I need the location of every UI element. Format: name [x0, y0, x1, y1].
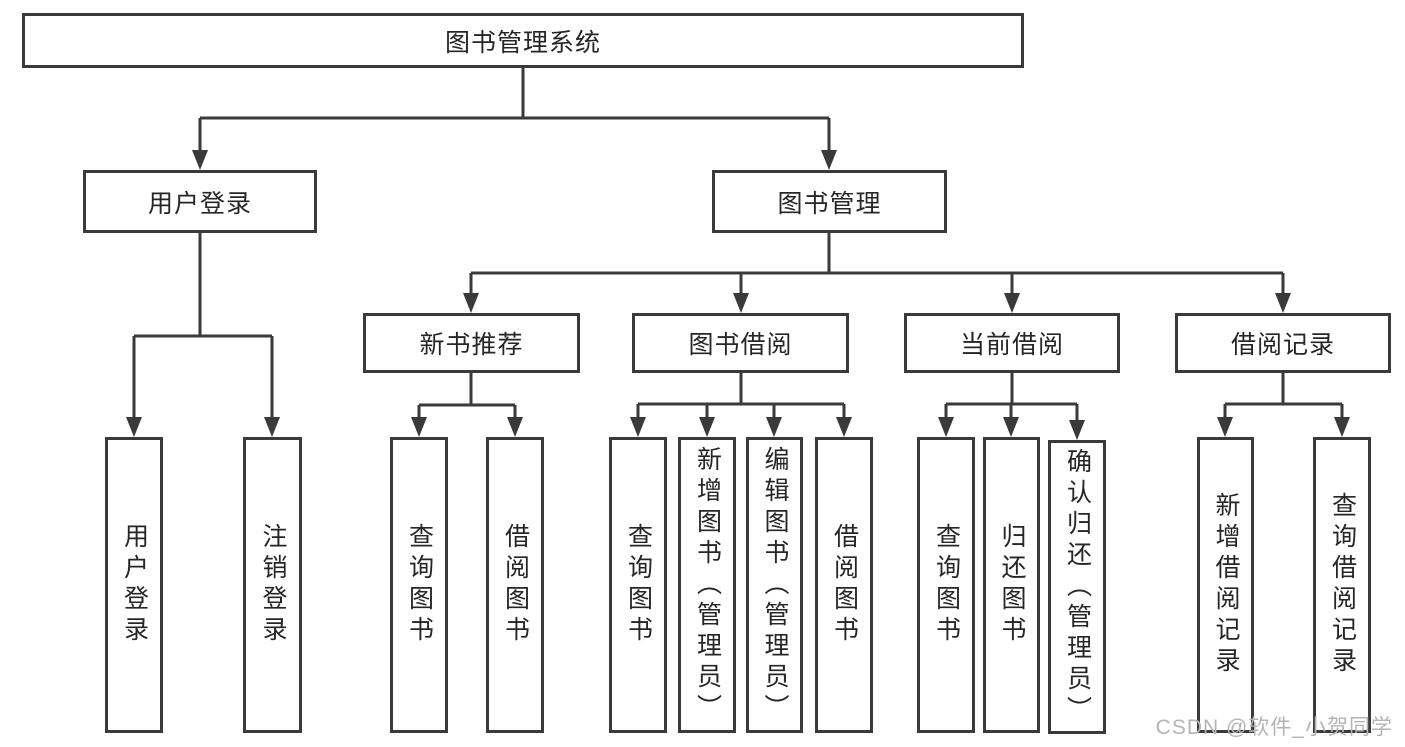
- node-user-login-label: 用户登录: [147, 189, 252, 218]
- node-user-login: 用户登录: [83, 170, 317, 233]
- node-new-book-recommend-label: 新书推荐: [419, 331, 524, 359]
- leaf-bb-edit-books: 编辑图书（管理员）: [746, 437, 803, 733]
- leaf-cb-query-books-label: 查询图书: [932, 523, 961, 647]
- leaf-bb-borrow-books-label: 借阅图书: [830, 523, 859, 647]
- leaf-br-add-record-label: 新增借阅记录: [1212, 492, 1240, 678]
- node-book-management-label: 图书管理: [777, 189, 882, 218]
- leaf-cb-confirm-return: 确认归还（管理员）: [1048, 440, 1106, 734]
- leaf-bb-borrow-books: 借阅图书: [815, 437, 873, 733]
- node-borrowing-records: 借阅记录: [1175, 313, 1391, 373]
- node-borrowing-records-label: 借阅记录: [1230, 331, 1335, 359]
- leaf-bb-edit-books-label: 编辑图书（管理员）: [761, 445, 789, 725]
- leaf-user-login-label: 用户登录: [120, 523, 149, 647]
- leaf-bb-query-books-label: 查询图书: [624, 523, 653, 647]
- node-current-borrowing-label: 当前借阅: [959, 331, 1064, 359]
- leaf-nbr-borrow-books-label: 借阅图书: [501, 523, 530, 647]
- leaf-br-query-record: 查询借阅记录: [1313, 437, 1371, 733]
- leaf-nbr-query-books-label: 查询图书: [405, 523, 434, 647]
- leaf-nbr-query-books: 查询图书: [390, 437, 448, 733]
- leaf-cb-confirm-return-label: 确认归还（管理员）: [1063, 447, 1092, 727]
- leaf-bb-add-books-label: 新增图书（管理员）: [693, 445, 722, 725]
- leaf-cb-query-books: 查询图书: [917, 437, 975, 733]
- leaf-br-query-record-label: 查询借阅记录: [1328, 492, 1357, 678]
- node-root: 图书管理系统: [22, 13, 1024, 68]
- leaf-logout: 注销登录: [243, 437, 302, 733]
- leaf-logout-label: 注销登录: [259, 523, 287, 647]
- leaf-nbr-borrow-books: 借阅图书: [486, 437, 544, 733]
- node-book-borrowing-label: 图书借阅: [688, 331, 793, 359]
- leaf-bb-query-books: 查询图书: [609, 437, 667, 733]
- leaf-bb-add-books: 新增图书（管理员）: [678, 437, 736, 733]
- node-book-borrowing: 图书借阅: [632, 313, 849, 373]
- leaf-cb-return-books: 归还图书: [983, 437, 1040, 733]
- leaf-cb-return-books-label: 归还图书: [998, 523, 1026, 647]
- csdn-watermark: CSDN @软件_小贺同学: [1155, 716, 1393, 739]
- node-current-borrowing: 当前借阅: [904, 313, 1120, 373]
- leaf-user-login: 用户登录: [105, 437, 163, 733]
- node-book-management: 图书管理: [712, 170, 947, 233]
- node-new-book-recommend: 新书推荐: [363, 313, 580, 373]
- node-root-label: 图书管理系统: [444, 28, 601, 57]
- leaf-br-add-record: 新增借阅记录: [1197, 437, 1254, 733]
